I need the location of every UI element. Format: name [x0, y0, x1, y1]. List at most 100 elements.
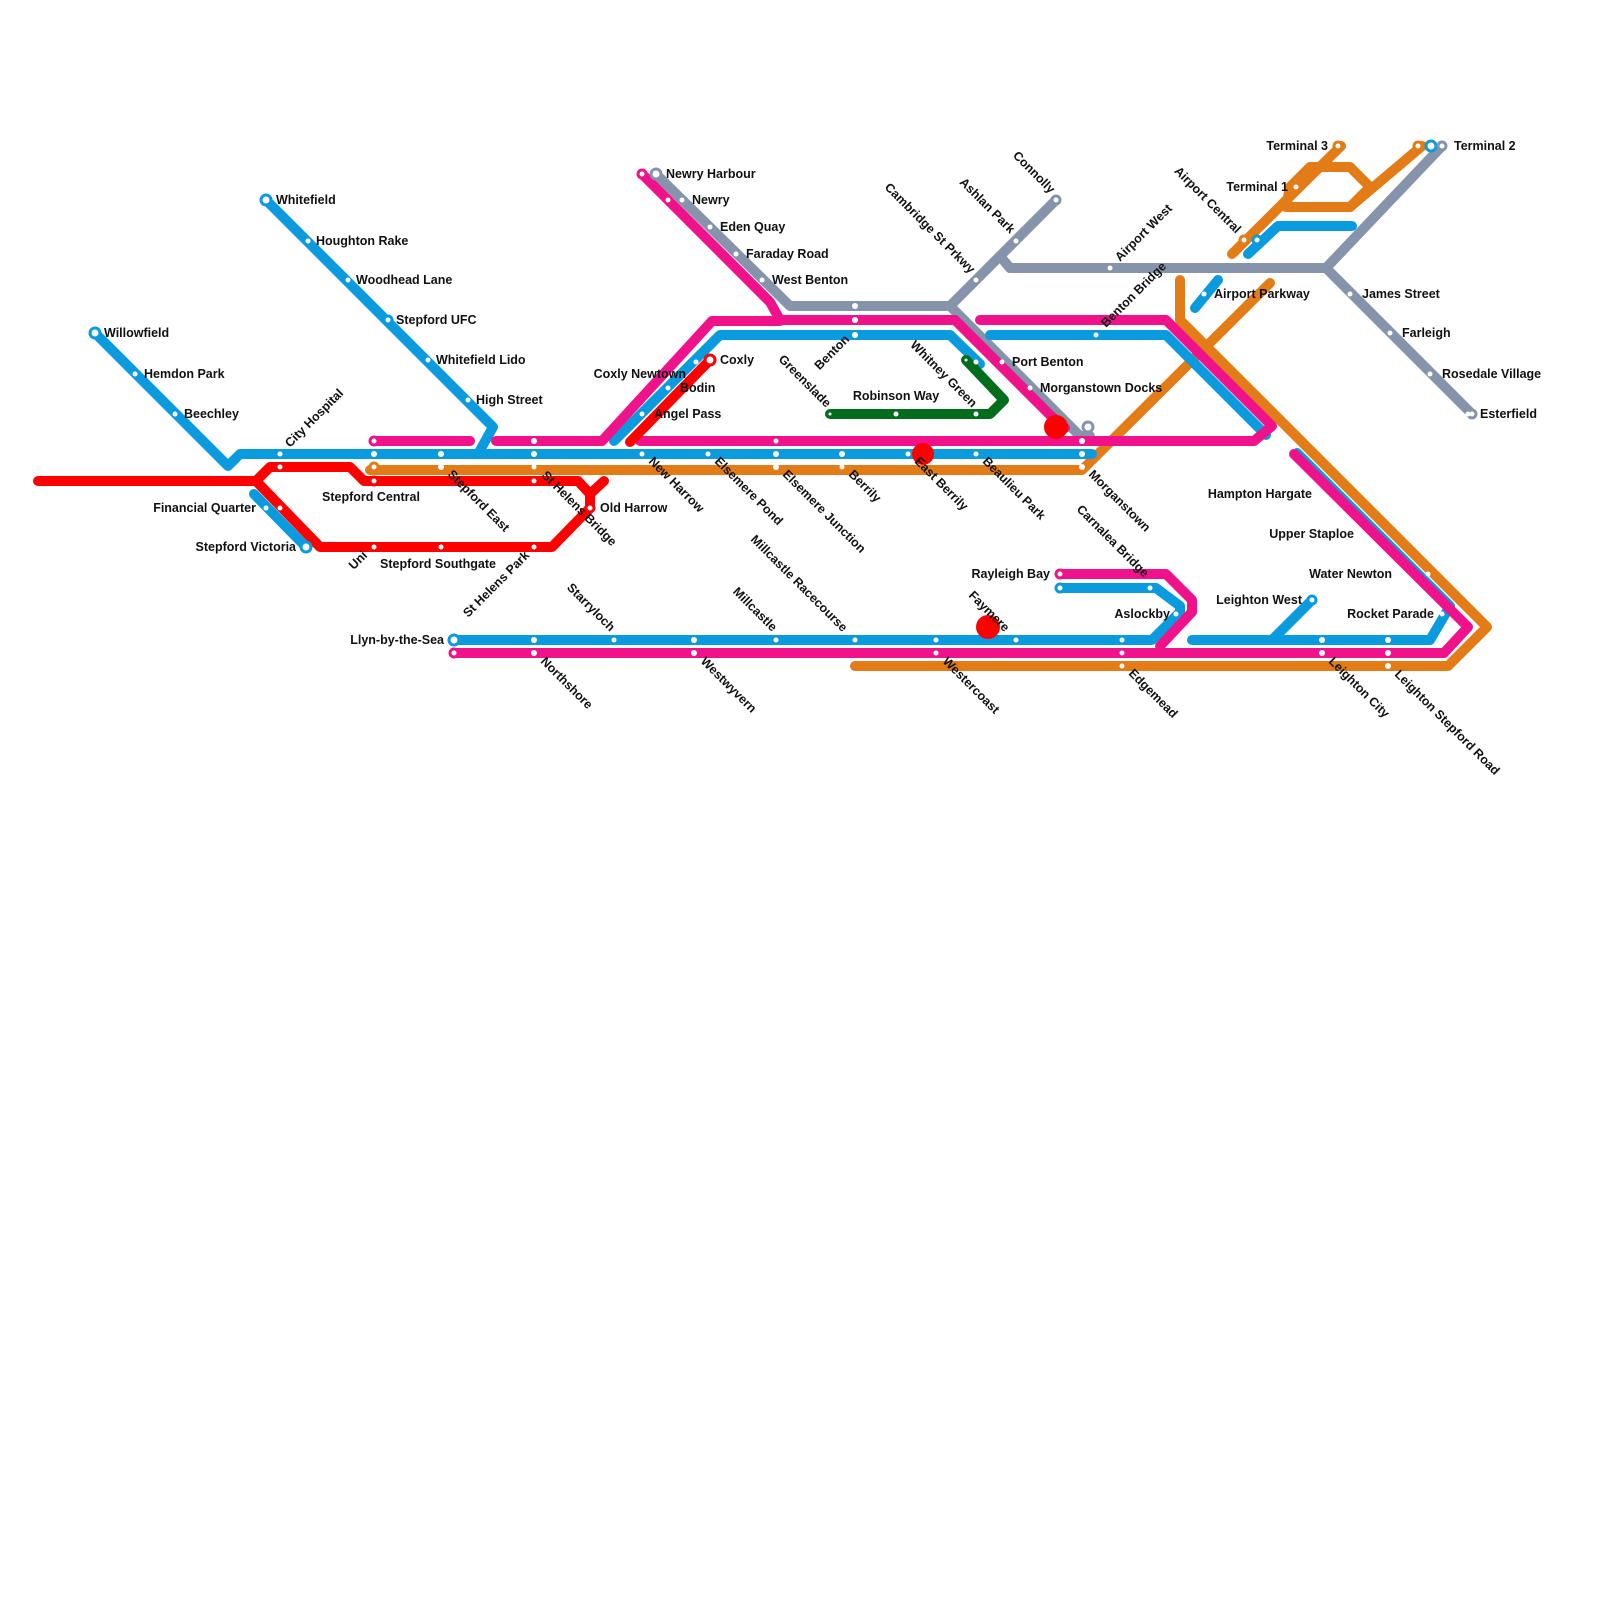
station-label[interactable]: West Benton — [772, 273, 848, 287]
station-label[interactable]: Upper Staploe — [1269, 527, 1354, 541]
station-marker[interactable] — [448, 647, 460, 659]
station-label[interactable]: Financial Quarter — [153, 501, 256, 515]
station-label[interactable]: Woodhead Lane — [356, 273, 452, 287]
station-marker[interactable] — [1251, 234, 1263, 246]
station-dot[interactable] — [1347, 291, 1353, 297]
station-marker[interactable] — [299, 540, 313, 554]
station-dot[interactable] — [933, 650, 939, 656]
station-dot[interactable] — [639, 451, 645, 457]
station-label[interactable]: Eden Quay — [720, 220, 785, 234]
station-dot[interactable] — [973, 277, 979, 283]
station-dot[interactable] — [1079, 438, 1085, 444]
station-marker[interactable] — [1412, 140, 1424, 152]
station-label[interactable]: Port Benton — [1012, 355, 1084, 369]
station-label[interactable]: Beaulieu Park — [980, 454, 1048, 522]
station-dot[interactable] — [1079, 451, 1085, 457]
station-marker[interactable] — [1424, 139, 1438, 153]
station-label[interactable]: Airport Parkway — [1214, 287, 1310, 301]
station-dot[interactable] — [132, 371, 138, 377]
station-label[interactable]: Newry Harbour — [666, 167, 756, 181]
station-dot[interactable] — [973, 411, 979, 417]
station-dot[interactable] — [1293, 184, 1299, 190]
station-dot[interactable] — [852, 303, 858, 309]
interchange-marker[interactable] — [1044, 415, 1068, 439]
station-dot[interactable] — [531, 478, 537, 484]
station-dot[interactable] — [839, 464, 845, 470]
station-label[interactable]: Morganstown Docks — [1040, 381, 1162, 395]
station-marker[interactable] — [1050, 194, 1062, 206]
station-label[interactable]: Hampton Hargate — [1208, 487, 1312, 501]
station-dot[interactable] — [531, 451, 537, 457]
station-label[interactable]: Beechley — [184, 407, 239, 421]
station-dot[interactable] — [531, 464, 537, 470]
station-marker[interactable] — [1054, 568, 1066, 580]
station-label[interactable]: Aslockby — [1114, 607, 1170, 621]
station-dot[interactable] — [852, 317, 858, 323]
station-label[interactable]: Willowfield — [104, 326, 169, 340]
station-dot[interactable] — [531, 544, 537, 550]
station-label[interactable]: Bodin — [680, 381, 715, 395]
station-label[interactable]: Coxly Newtown — [594, 367, 686, 381]
station-dot[interactable] — [1439, 611, 1445, 617]
station-marker[interactable] — [368, 435, 380, 447]
station-label[interactable]: Stepford Southgate — [380, 557, 496, 571]
station-dot[interactable] — [773, 451, 779, 457]
station-dot[interactable] — [1319, 650, 1325, 656]
station-dot[interactable] — [1201, 291, 1207, 297]
station-dot[interactable] — [759, 277, 765, 283]
station-dot[interactable] — [1107, 265, 1113, 271]
station-marker[interactable] — [447, 633, 461, 647]
station-dot[interactable] — [773, 464, 779, 470]
interchange-marker[interactable] — [912, 443, 934, 465]
station-marker[interactable] — [1054, 582, 1066, 594]
station-label[interactable]: Terminal 1 — [1226, 180, 1288, 194]
station-marker[interactable] — [368, 475, 380, 487]
station-marker[interactable] — [368, 461, 380, 473]
station-dot[interactable] — [1385, 663, 1391, 669]
station-marker[interactable] — [1436, 140, 1448, 152]
station-label[interactable]: Rocket Parade — [1347, 607, 1434, 621]
station-marker[interactable] — [825, 409, 835, 419]
station-dot[interactable] — [465, 397, 471, 403]
station-marker[interactable] — [1081, 420, 1095, 434]
station-dot[interactable] — [1093, 332, 1099, 338]
station-label[interactable]: Stepford Victoria — [196, 540, 298, 554]
station-dot[interactable] — [1119, 650, 1125, 656]
station-label[interactable]: Edgemead — [1126, 666, 1181, 721]
station-label[interactable]: Stepford Central — [322, 490, 420, 504]
station-dot[interactable] — [531, 438, 537, 444]
station-dot[interactable] — [277, 464, 283, 470]
station-label[interactable]: Terminal 2 — [1454, 139, 1516, 153]
station-dot[interactable] — [707, 224, 713, 230]
station-dot[interactable] — [438, 544, 444, 550]
station-label[interactable]: Coxly — [720, 353, 754, 367]
station-marker[interactable] — [88, 326, 102, 340]
station-label[interactable]: Starryloch — [564, 580, 618, 634]
station-label[interactable]: Old Harrow — [600, 501, 668, 515]
station-dot[interactable] — [172, 411, 178, 417]
station-marker[interactable] — [1238, 234, 1250, 246]
station-dot[interactable] — [438, 464, 444, 470]
station-marker[interactable] — [1306, 594, 1318, 606]
station-dot[interactable] — [665, 197, 671, 203]
station-dot[interactable] — [905, 451, 911, 457]
station-label[interactable]: Northshore — [538, 654, 596, 712]
station-label[interactable]: Esterfield — [1480, 407, 1537, 421]
station-label[interactable]: Water Newton — [1309, 567, 1392, 581]
station-label[interactable]: Whitefield — [276, 193, 336, 207]
station-marker[interactable] — [584, 502, 596, 514]
station-dot[interactable] — [1465, 411, 1471, 417]
station-dot[interactable] — [305, 238, 311, 244]
station-label[interactable]: Airport Central — [1172, 164, 1244, 236]
station-dot[interactable] — [893, 411, 899, 417]
station-dot[interactable] — [438, 451, 444, 457]
station-label[interactable]: East Berrily — [912, 454, 971, 513]
station-dot[interactable] — [277, 451, 283, 457]
station-label[interactable]: Airport West — [1112, 201, 1175, 264]
station-dot[interactable] — [371, 451, 377, 457]
station-label[interactable]: Houghton Rake — [316, 234, 408, 248]
interchange-marker[interactable] — [976, 615, 1000, 639]
station-label[interactable]: Farleigh — [1402, 326, 1451, 340]
station-label[interactable]: Cambridge St Prkwy — [882, 180, 978, 276]
station-dot[interactable] — [1119, 637, 1125, 643]
